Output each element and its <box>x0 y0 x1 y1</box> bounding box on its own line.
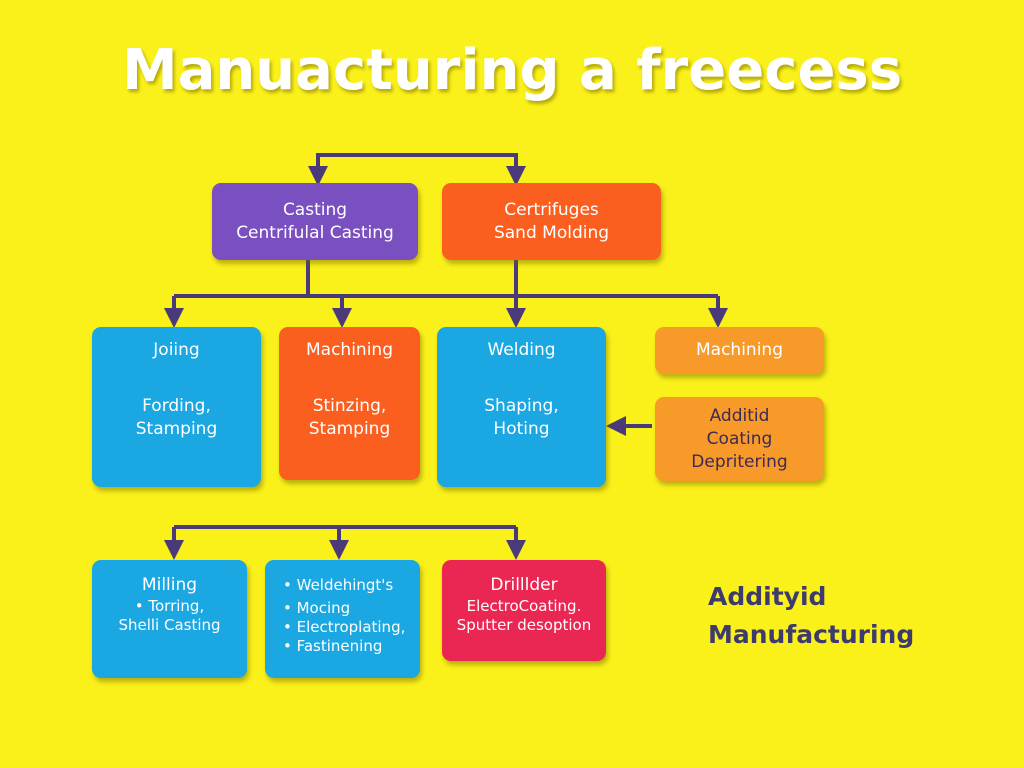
welding-box-line-1: Shaping, <box>484 396 559 416</box>
welding-box: Welding Shaping, Hoting <box>437 327 606 487</box>
machining-box-line-2: Stamping <box>308 419 391 439</box>
side-machining-box: Machining <box>655 327 824 374</box>
joiing-box-line-1: Fording, <box>142 396 211 416</box>
certrifuges-box-line-1: Certrifuges <box>504 199 599 220</box>
drilllder-box-heading: Drilllder <box>490 575 558 595</box>
additive-manufacturing-label: Addityid Manufacturing <box>708 578 914 654</box>
machining-box-line-1: Stinzing, <box>312 396 387 416</box>
weldehingts-box-item-1: • Weldehingt's <box>283 576 394 594</box>
drilllder-box: Drilllder ElectroCoating. Sputter desopt… <box>442 560 606 661</box>
milling-box-heading: Milling <box>141 575 198 595</box>
casting-box-line-1: Casting <box>282 199 348 220</box>
milling-box: Milling • Torring, Shelli Casting <box>92 560 247 678</box>
welding-box-line-2: Hoting <box>493 419 550 439</box>
weldehingts-box: • Weldehingt's • Mocing • Electroplating… <box>265 560 420 678</box>
additid-coating-box-line-1: Additid <box>709 405 770 426</box>
drilllder-box-item-1: ElectroCoating. <box>466 597 582 615</box>
connector-top-split <box>316 153 518 178</box>
side-label-line-2: Manufacturing <box>708 620 915 649</box>
machining-box: Machining Stinzing, Stamping <box>279 327 420 480</box>
welding-box-heading: Welding <box>487 340 556 360</box>
side-label-line-1: Addityid <box>708 582 827 611</box>
weldehingts-box-item-4: • Fastinening <box>283 637 383 655</box>
drilllder-box-item-2: Sputter desoption <box>456 616 592 634</box>
machining-box-heading: Machining <box>306 340 393 360</box>
additid-coating-box: Additid Coating Depritering <box>655 397 824 481</box>
joiing-box-heading: Joiing <box>153 340 200 360</box>
certrifuges-box-line-2: Sand Molding <box>493 222 610 243</box>
casting-box-line-2: Centrifulal Casting <box>236 222 394 243</box>
diagram-title: Manuacturing a freecess <box>121 38 903 103</box>
certrifuges-box: Certrifuges Sand Molding <box>442 183 661 260</box>
side-machining-box-label: Machining <box>696 340 783 360</box>
additid-coating-box-line-2: Coating <box>706 428 773 449</box>
weldehingts-box-item-3: • Electroplating, <box>283 618 406 636</box>
weldehingts-box-item-2: • Mocing <box>283 599 351 617</box>
joiing-box-line-2: Stamping <box>135 419 218 439</box>
milling-box-item-2: Shelli Casting <box>118 616 221 634</box>
milling-box-item-1: • Torring, <box>134 597 205 615</box>
joiing-box: Joiing Fording, Stamping <box>92 327 261 487</box>
casting-box: Casting Centrifulal Casting <box>212 183 418 260</box>
additid-coating-box-line-3: Depritering <box>691 451 788 472</box>
